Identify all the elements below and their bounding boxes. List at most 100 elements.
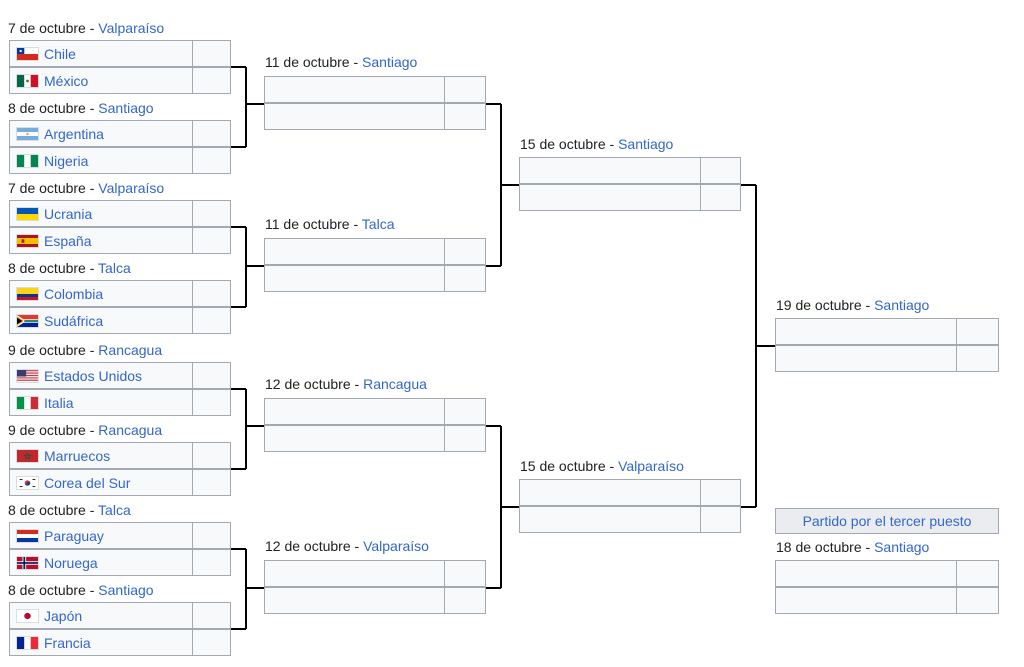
team-row <box>519 157 741 184</box>
score-cell <box>191 630 230 655</box>
team-row <box>264 560 486 587</box>
south-korea-flag-icon <box>16 475 39 490</box>
score-cell <box>191 470 230 495</box>
venue-link[interactable]: Rancagua <box>98 422 163 438</box>
venue-link[interactable]: Rancagua <box>363 376 427 392</box>
team-name-cell: Sudáfrica <box>10 308 193 333</box>
team-link[interactable]: España <box>44 232 92 249</box>
team-link[interactable]: México <box>44 72 89 89</box>
match-date: 8 de octubre <box>8 100 86 116</box>
team-link[interactable]: Paraguay <box>44 527 104 544</box>
team-link[interactable]: Colombia <box>44 285 104 302</box>
team-row <box>519 184 741 211</box>
venue-link[interactable]: Santiago <box>98 100 154 116</box>
match-date-venue: 8 de octubre - Talca <box>8 500 131 520</box>
team-name-cell <box>265 77 445 102</box>
team-name-cell: Colombia <box>10 281 193 306</box>
team-name-cell: España <box>10 228 193 253</box>
team-name-cell <box>265 561 445 586</box>
venue-link[interactable]: Santiago <box>874 297 930 313</box>
venue-link[interactable]: Talca <box>361 216 395 232</box>
score-cell <box>443 588 485 613</box>
team-row: Colombia <box>9 280 231 307</box>
score-cell <box>191 121 230 146</box>
match-date: 15 de octubre <box>520 136 606 152</box>
score-cell <box>699 158 740 183</box>
date-venue-separator: - <box>85 180 99 196</box>
match-date-venue: 9 de octubre - Rancagua <box>8 340 162 360</box>
score-cell <box>443 266 485 291</box>
team-row: Paraguay <box>9 522 231 549</box>
match-date: 19 de octubre <box>776 297 862 313</box>
spain-flag-icon <box>16 233 39 248</box>
team-row: Estados Unidos <box>9 362 231 389</box>
score-cell <box>955 346 998 371</box>
team-row <box>519 506 741 533</box>
team-name-cell <box>265 239 445 264</box>
match-date: 9 de octubre <box>8 342 86 358</box>
team-link[interactable]: Corea del Sur <box>44 474 131 491</box>
team-link[interactable]: Estados Unidos <box>44 367 143 384</box>
team-name-cell <box>776 588 957 613</box>
match-date-venue: 7 de octubre - Valparaíso <box>8 178 164 198</box>
venue-link[interactable]: Talca <box>98 260 131 276</box>
score-cell <box>191 281 230 306</box>
team-row: Italia <box>9 389 231 416</box>
team-link[interactable]: Francia <box>44 634 91 651</box>
team-row <box>264 425 486 452</box>
team-row: Nigeria <box>9 147 231 174</box>
score-cell <box>443 399 485 424</box>
date-venue-separator: - <box>350 376 364 392</box>
team-name-cell <box>265 399 445 424</box>
team-row: Noruega <box>9 549 231 576</box>
venue-link[interactable]: Santiago <box>618 136 674 152</box>
team-row: Ucrania <box>9 200 231 227</box>
team-link[interactable]: Italia <box>44 394 74 411</box>
match-date: 9 de octubre <box>8 422 86 438</box>
score-cell <box>699 507 740 532</box>
team-row <box>264 103 486 130</box>
team-link[interactable]: Chile <box>44 45 76 62</box>
venue-link[interactable]: Valparaíso <box>98 180 165 196</box>
venue-link[interactable]: Santiago <box>98 582 154 598</box>
score-cell <box>955 561 998 586</box>
venue-link[interactable]: Valparaíso <box>618 458 684 474</box>
team-link[interactable]: Noruega <box>44 554 98 571</box>
venue-link[interactable]: Valparaíso <box>363 538 429 554</box>
team-link[interactable]: Sudáfrica <box>44 312 104 329</box>
match-date: 7 de octubre <box>8 20 86 36</box>
japan-flag-icon <box>16 608 39 623</box>
venue-link[interactable]: Santiago <box>874 539 930 555</box>
team-name-cell: Estados Unidos <box>10 363 193 388</box>
team-link[interactable]: Japón <box>44 607 83 624</box>
match-date: 7 de octubre <box>8 180 86 196</box>
match-date-venue: 15 de octubre - Valparaíso <box>520 456 684 476</box>
team-row: España <box>9 227 231 254</box>
team-name-cell: Marruecos <box>10 443 193 468</box>
team-name-cell <box>265 426 445 451</box>
ukraine-flag-icon <box>16 206 39 221</box>
score-cell <box>955 319 998 344</box>
team-link[interactable]: Ucrania <box>44 205 93 222</box>
match-date-venue: 8 de octubre - Talca <box>8 258 131 278</box>
third-place-header[interactable]: Partido por el tercer puesto <box>775 508 999 534</box>
date-venue-separator: - <box>605 458 619 474</box>
team-name-cell: Argentina <box>10 121 193 146</box>
venue-link[interactable]: Santiago <box>362 54 418 70</box>
team-link[interactable]: Argentina <box>44 125 104 142</box>
team-link[interactable]: Marruecos <box>44 447 111 464</box>
team-row: Argentina <box>9 120 231 147</box>
venue-link[interactable]: Rancagua <box>98 342 163 358</box>
venue-link[interactable]: Talca <box>98 502 131 518</box>
team-link[interactable]: Nigeria <box>44 152 89 169</box>
team-name-cell: Noruega <box>10 550 193 575</box>
team-row: Corea del Sur <box>9 469 231 496</box>
team-name-cell <box>520 480 701 505</box>
team-row <box>519 479 741 506</box>
norway-flag-icon <box>16 555 39 570</box>
colombia-flag-icon <box>16 286 39 301</box>
match-date-venue: 8 de octubre - Santiago <box>8 98 154 118</box>
venue-link[interactable]: Valparaíso <box>98 20 165 36</box>
paraguay-flag-icon <box>16 528 39 543</box>
france-flag-icon <box>16 635 39 650</box>
